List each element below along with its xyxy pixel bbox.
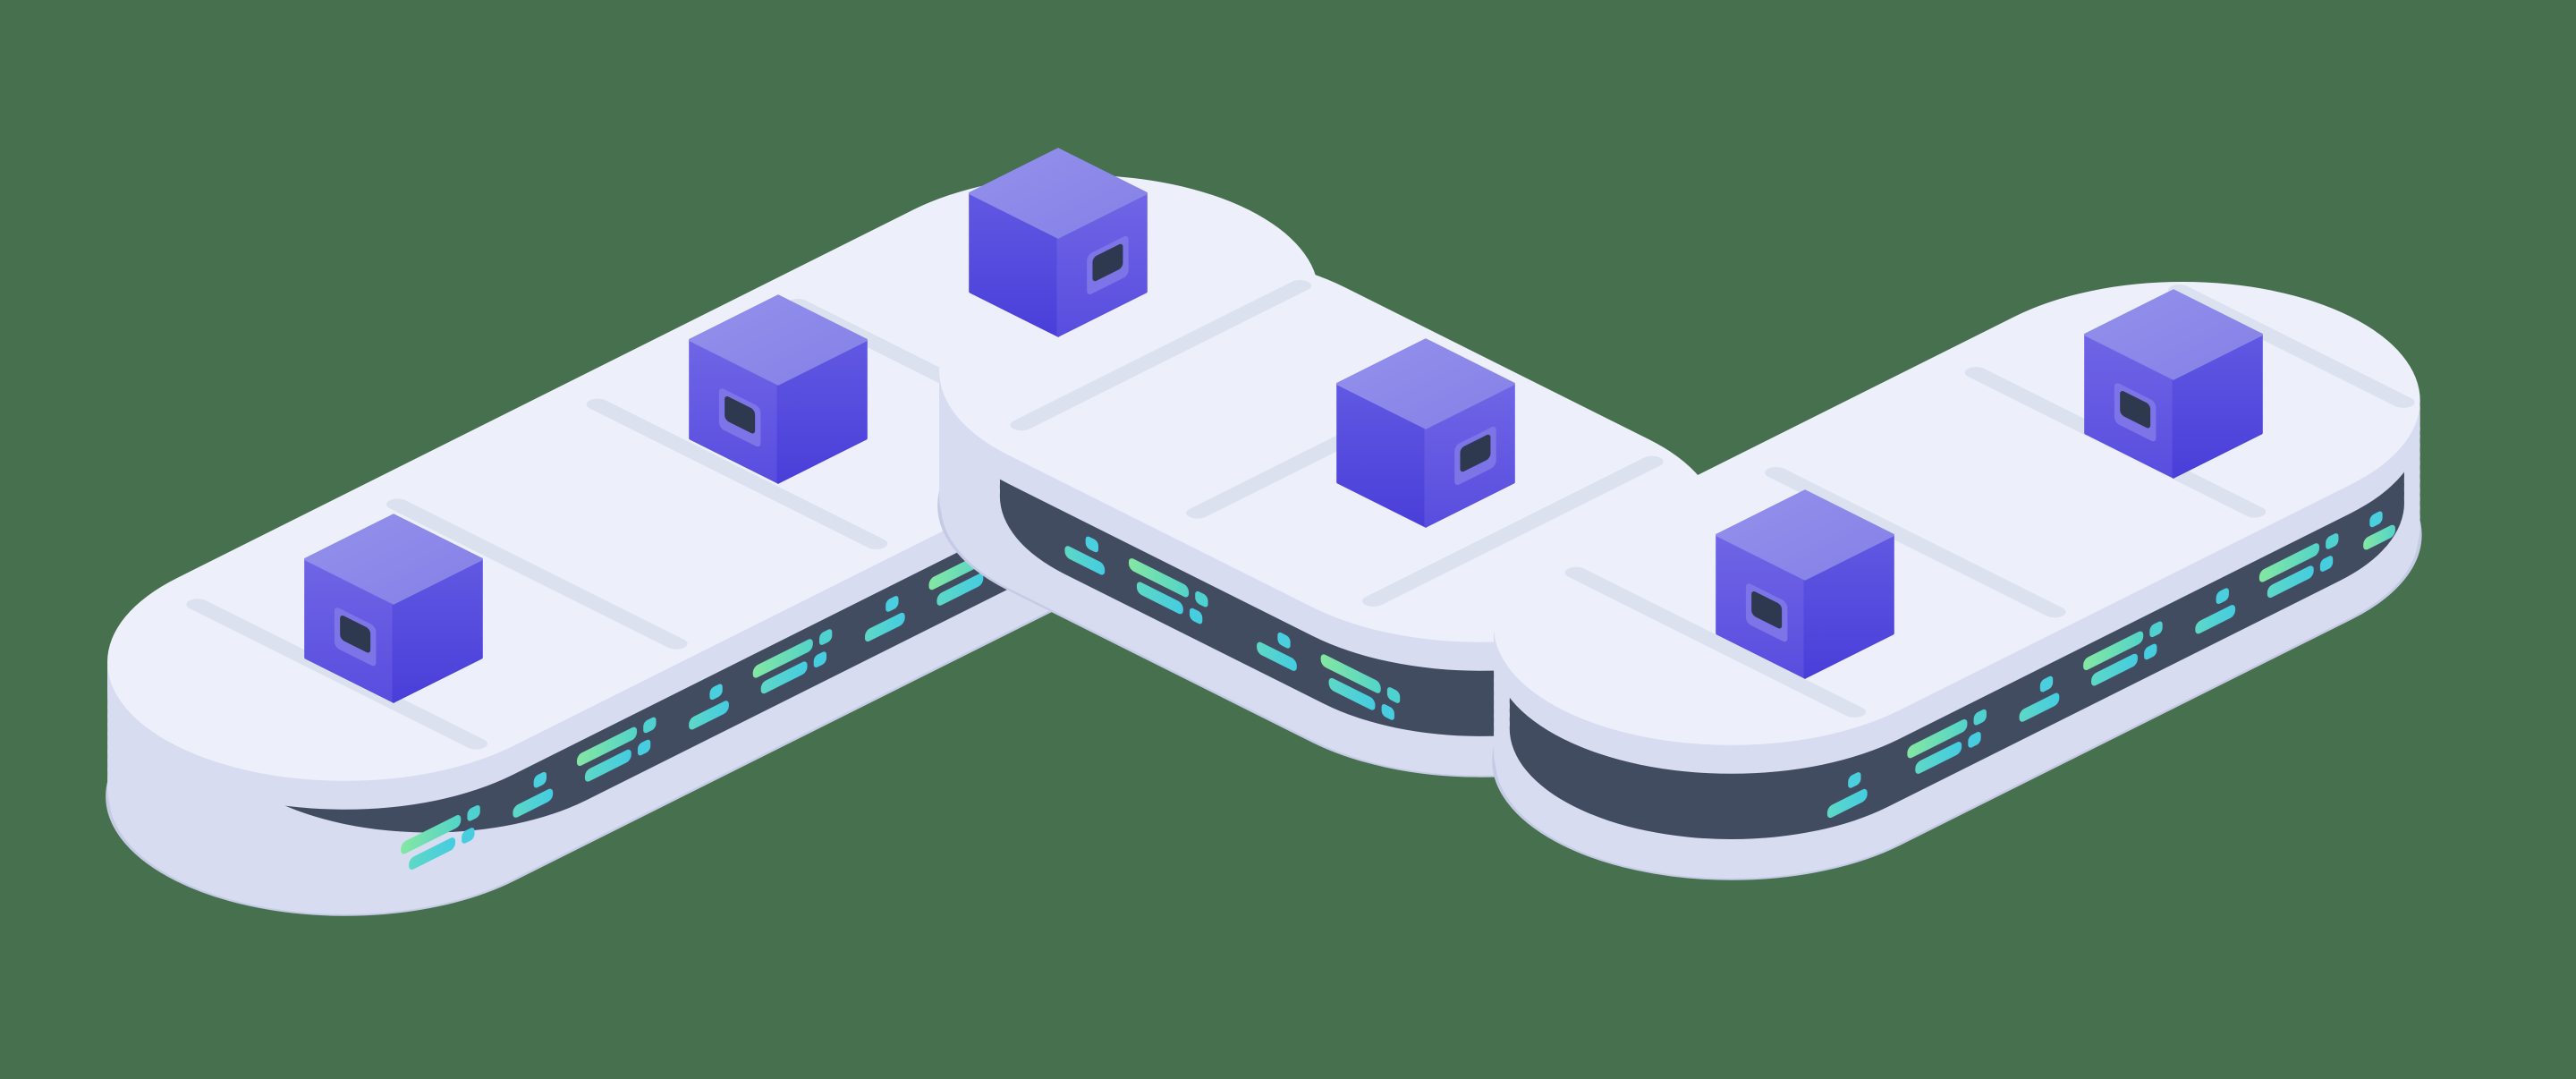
conveyor-belt-3 [1394, 232, 2521, 930]
